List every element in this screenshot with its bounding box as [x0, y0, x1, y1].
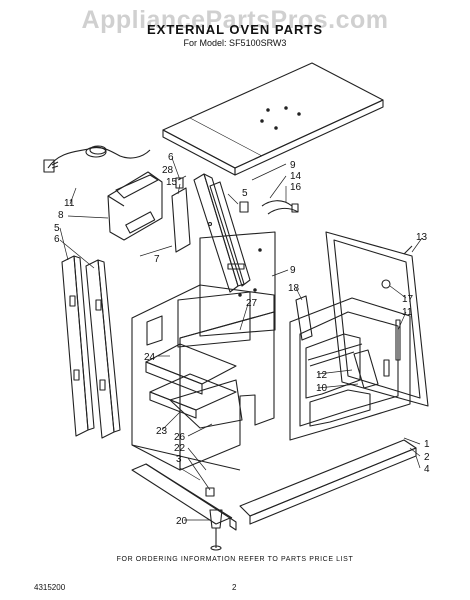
callout-10: 9: [290, 160, 296, 171]
callout-labels: 6 28 15 5 9 14 16 11 8 5 6 7 9 18 27 13 …: [54, 152, 430, 527]
handle-bracket: [309, 349, 379, 389]
leveling-leg: [209, 509, 223, 551]
document-number: 4315200: [34, 583, 66, 592]
model-subtitle: For Model: SF5100SRW3: [183, 38, 287, 48]
callout-4: 4: [424, 464, 430, 475]
callout-19: 17: [402, 294, 414, 305]
rear-channel: [193, 173, 245, 293]
callout-5b: 5: [54, 223, 60, 234]
page-number: 2: [232, 583, 237, 592]
left-side-rails: [61, 255, 121, 439]
callout-26: 26: [174, 432, 186, 443]
callout-24: 24: [144, 352, 156, 363]
callout-16: 14: [290, 171, 302, 182]
watermark-text: AppliancePartsPros.com: [81, 6, 389, 34]
callout-17: 15: [166, 177, 178, 188]
callout-28: 28: [162, 165, 174, 176]
callout-3: 3: [176, 454, 182, 465]
callout-9: 9: [290, 265, 296, 276]
callout-12: 10: [316, 383, 328, 394]
page-title: EXTERNAL OVEN PARTS: [147, 22, 323, 37]
callout-22: 22: [174, 443, 186, 454]
callout-15: 13: [416, 232, 428, 243]
oven-body: [131, 284, 275, 471]
callout-2: 2: [424, 452, 430, 463]
right-side-panel: [325, 231, 429, 407]
callout-7: 7: [154, 254, 160, 265]
hinge-clips: [239, 200, 299, 215]
callout-5: 5: [242, 188, 248, 199]
right-rear-channel: [209, 181, 251, 287]
callout-13: 11: [402, 307, 413, 318]
terminal-cover: [107, 171, 163, 241]
callout-21: 20: [176, 516, 188, 527]
ordering-note: FOR ORDERING INFORMATION REFER TO PARTS …: [116, 556, 354, 563]
callout-11: 11: [64, 198, 75, 209]
callout-18: 16: [290, 182, 302, 193]
top-panel: [162, 62, 384, 176]
callout-14: 12: [316, 370, 328, 381]
callout-6b: 6: [54, 234, 60, 245]
leader-lines: [59, 157, 423, 521]
side-bracket: [295, 295, 313, 341]
callout-6: 6: [168, 152, 174, 163]
back-panel: [199, 231, 276, 337]
callout-1: 1: [424, 439, 430, 450]
callout-8: 8: [58, 210, 64, 221]
bottom-rail: [239, 439, 417, 525]
callout-20: 18: [288, 283, 300, 294]
toe-kick: [131, 463, 237, 531]
callout-27: 27: [246, 298, 258, 309]
front-frame: [289, 297, 411, 441]
power-cord: [43, 145, 151, 173]
callout-23: 23: [156, 426, 168, 437]
rear-bracket: [171, 177, 191, 253]
